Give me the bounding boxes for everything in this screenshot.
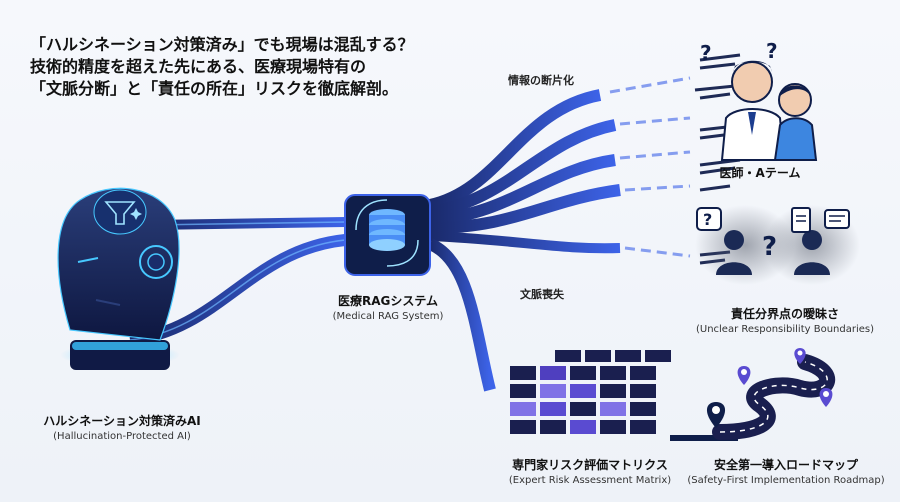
database-icon [344,194,431,276]
responsibility-node-subtitle: (Unclear Responsibility Boundaries) [695,324,875,335]
rag-node-title: 医療RAGシステム [337,294,439,308]
ai-node-title: ハルシネーション対策済みAI [43,414,201,428]
fragment-dashes [609,76,691,258]
svg-text:?: ? [703,210,712,229]
svg-text:?: ? [762,232,777,262]
roadmap-node-label: 安全第一導入ロードマップ (Safety-First Implementatio… [686,456,886,486]
doctor-nurse-icon: ? ? [700,39,818,161]
winding-road-pins-icon [706,348,835,440]
matrix-node-label: 専門家リスク評価マトリクス (Expert Risk Assessment Ma… [500,456,680,486]
headline-line-2: 技術的精度を超えた先にある、医療現場特有の [30,57,367,76]
ai-node-label: ハルシネーション対策済みAI (Hallucination-Protected … [42,412,202,442]
risk-matrix-grid [510,350,671,434]
team-node-label: 医師・Aテーム [705,164,815,181]
ai-head-illustration [57,187,180,370]
headline: 「ハルシネーション対策済み」でも現場は混乱する？ 技術的精度を超えた先にある、医… [30,34,450,100]
svg-text:?: ? [700,41,712,65]
rag-node-label: 医療RAGシステム (Medical RAG System) [318,292,458,322]
flow-rag-outward [427,76,691,392]
question-people-icon: ? ? [695,205,860,285]
roadmap-node-title: 安全第一導入ロードマップ [713,458,858,472]
headline-line-1: 「ハルシネーション対策済み」でも現場は混乱する？ [30,35,414,54]
responsibility-node-title: 責任分界点の曖昧さ [730,307,839,321]
team-node-title: 医師・Aテーム [719,166,801,180]
responsibility-node-label: 責任分界点の曖昧さ (Unclear Responsibility Bounda… [690,305,880,335]
svg-text:?: ? [766,39,778,63]
context-loss-label: 文脈喪失 [520,288,564,301]
headline-line-3: 「文脈分断」と「責任の所在」リスクを徹底解剖。 [30,79,399,98]
rag-node-subtitle: (Medical RAG System) [332,311,444,322]
ai-node-subtitle: (Hallucination-Protected AI) [53,431,191,442]
fragmentation-label: 情報の断片化 [508,74,574,87]
matrix-node-title: 専門家リスク評価マトリクス [512,458,668,472]
roadmap-node-subtitle: (Safety-First Implementation Roadmap) [687,475,885,486]
funnel-sparkle-icon [104,201,142,225]
matrix-node-subtitle: (Expert Risk Assessment Matrix) [508,475,672,486]
